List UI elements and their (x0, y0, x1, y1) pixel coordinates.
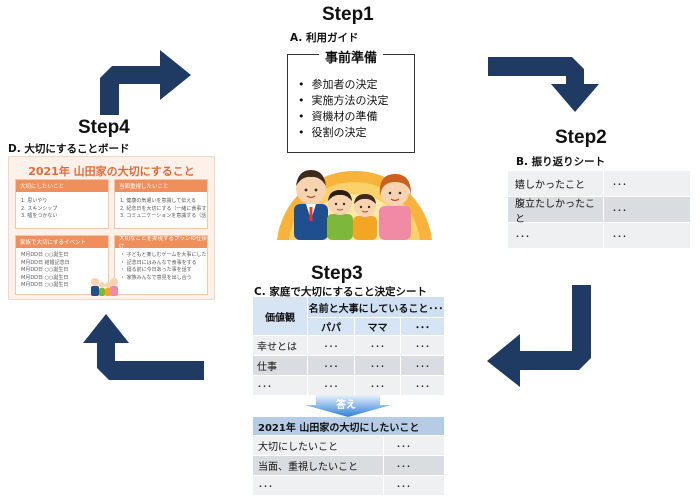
board-panel-line: ・ 記念日にはみんなで食事をする (120, 259, 197, 266)
step4-title: Step4 (78, 117, 130, 138)
arrow-step1-to-step2 (488, 57, 599, 112)
father-figure (294, 170, 328, 240)
table-cell: ･･･ (383, 456, 444, 475)
table-cell: ･･･ (307, 376, 354, 395)
table-cell: ･･･ (383, 436, 444, 455)
preparation-list: 参加者の決定 実施方法の決定 資機材の準備 役割の決定 (298, 77, 389, 141)
table-cell: ･･･ (603, 223, 690, 248)
table-cell: ･･･ (603, 171, 690, 196)
board-title: 2021年 山田家の大切にすること (28, 165, 195, 178)
preparation-title: 事前準備 (318, 51, 383, 66)
preparation-box: 事前準備 参加者の決定 実施方法の決定 資機材の準備 役割の決定 (287, 51, 415, 153)
table-cell: ･･･ (307, 356, 354, 375)
table-row: 幸せとは ･･･ ･･･ ･･･ (253, 335, 444, 355)
daughter-figure (353, 194, 377, 240)
table-cell: 嬉しかったこと (515, 180, 585, 191)
answer-title: 2021年 山田家の大切にしたいこと (253, 417, 444, 435)
step2-title: Step2 (555, 127, 607, 148)
board-family-icon (91, 278, 118, 296)
table-row: ･･･ ･･･ (508, 223, 690, 249)
table-cell: 幸せとは (257, 342, 297, 353)
preparation-item: 参加者の決定 (298, 77, 389, 93)
table-cell: ･･･ (257, 382, 272, 393)
board-panel-line: ・ 寝る前に今日あった事を話す (120, 267, 192, 273)
board-panel-title: 大切にしたいこと (16, 180, 108, 192)
arrow-step3-to-step4 (83, 314, 204, 380)
son-figure (327, 190, 353, 240)
table-cell: 腹立たしかったこと (515, 198, 595, 225)
arrow-step4-to-step1 (100, 50, 191, 115)
table-cell: ･･･ (258, 482, 273, 493)
family-illustration (277, 170, 432, 240)
board-panel-line: ・ 家族みんなで意見を出し合う (120, 274, 192, 281)
answer-label: 答え (336, 400, 356, 411)
values-board: 2021年 山田家の大切にすること 大切にしたいこと 1. 思いやり 2. スキ… (8, 156, 215, 300)
board-panel: 大切にしたいこと 1. 思いやり 2. スキンシップ 3. 嘘をつかない (15, 179, 109, 229)
mother-figure (379, 174, 412, 240)
preparation-item: 実施方法の決定 (298, 93, 389, 109)
step3-title: Step3 (311, 263, 363, 284)
table-cell: ･･･ (400, 376, 444, 395)
board-panel-line: M月DD日 ○○誕生日 (21, 252, 69, 258)
table-cell: ･･･ (307, 336, 354, 355)
board-panel-line: 1. 健康の気遣いを意識して伝える (120, 198, 197, 204)
board-panel-line: 3. コミュニケーションを意識する（話を聴く） (120, 213, 207, 219)
arrow-step2-to-step3 (487, 285, 591, 387)
board-panel-title: 家族で大切にするイベント (16, 236, 108, 248)
board-panel-line: M月DD日 ○○誕生日 (21, 267, 69, 273)
table-cell: 当面、重視したいこと (258, 462, 358, 473)
step3-label: C. 家庭で大切にすること決定シート (254, 286, 427, 298)
table-header-mama: ママ (354, 317, 400, 335)
board-panel: 当面重視したいこと 1. 健康の気遣いを意識して伝える 2. 紀念日を大切にする… (114, 179, 208, 229)
board-panel-line: ・ 子どもと楽しむゲームを大事にしたい (120, 252, 208, 258)
table-cell: ･･･ (400, 336, 444, 355)
table-cell: ･･･ (383, 476, 444, 495)
table-cell: ･･･ (354, 336, 400, 355)
answer-down-arrow (305, 395, 391, 417)
table-cell: ･･･ (400, 356, 444, 375)
board-panel-line: M月DD日 結婚記念日 (21, 259, 70, 266)
board-panel-title: 大切なことを実現するプランの仕掛け (115, 236, 207, 250)
step1-label: A. 利用ガイド (290, 32, 359, 44)
board-panel: 大切なことを実現するプランの仕掛け ・ 子どもと楽しむゲームを大事にしたい ・ … (114, 235, 208, 295)
table-header-names: 名前と大事にしていること･･･ (307, 297, 444, 317)
preparation-item: 役割の決定 (298, 125, 389, 141)
board-panel-line: 2. スキンシップ (21, 205, 58, 212)
table-row: 仕事 ･･･ ･･･ ･･･ (253, 355, 444, 375)
board-panel-line: 2. 紀念日を大切にする（一緒に食事するなど） (120, 205, 207, 212)
table-row: 当面、重視したいこと ･･･ (253, 455, 444, 475)
table-row: ･･･ ･･･ ･･･ ･･･ (253, 375, 444, 395)
step2-label: B. 振り返りシート (516, 156, 606, 168)
board-panel-line: M月DD日 ○○誕生日 (21, 274, 69, 281)
step4-label: D. 大切にすることボード (8, 143, 130, 155)
table-row: 大切にしたいこと ･･･ (253, 435, 444, 455)
table-header-papa: パパ (307, 317, 354, 335)
table-cell: ･･･ (515, 232, 530, 243)
table-cell: 大切にしたいこと (258, 442, 338, 453)
table-header-more: ･･･ (400, 317, 444, 335)
board-panel-line: M月DD日 ○○誕生日 (21, 282, 69, 288)
preparation-item: 資機材の準備 (298, 109, 389, 125)
values-decision-table: 価値観 名前と大事にしていること･･･ パパ ママ ･･･ 幸せとは ･･･ ･… (253, 297, 444, 395)
table-row: 嬉しかったこと ･･･ (508, 171, 690, 197)
table-cell: ･･･ (354, 376, 400, 395)
table-header-corner: 価値観 (253, 297, 307, 335)
board-panel-line: 3. 嘘をつかない (21, 213, 58, 219)
reflection-sheet: 嬉しかったこと ･･･ 腹立たしかったこと ･･･ ･･･ ･･･ (508, 171, 690, 249)
table-cell: ･･･ (603, 197, 690, 222)
table-row: ･･･ ･･･ (253, 475, 444, 495)
table-cell: ･･･ (354, 356, 400, 375)
board-panel-line: 1. 思いやり (21, 198, 48, 204)
board-panel-title: 当面重視したいこと (115, 180, 207, 192)
table-row: 腹立たしかったこと ･･･ (508, 197, 690, 225)
step1-title: Step1 (322, 4, 374, 25)
table-cell: 仕事 (257, 362, 277, 373)
